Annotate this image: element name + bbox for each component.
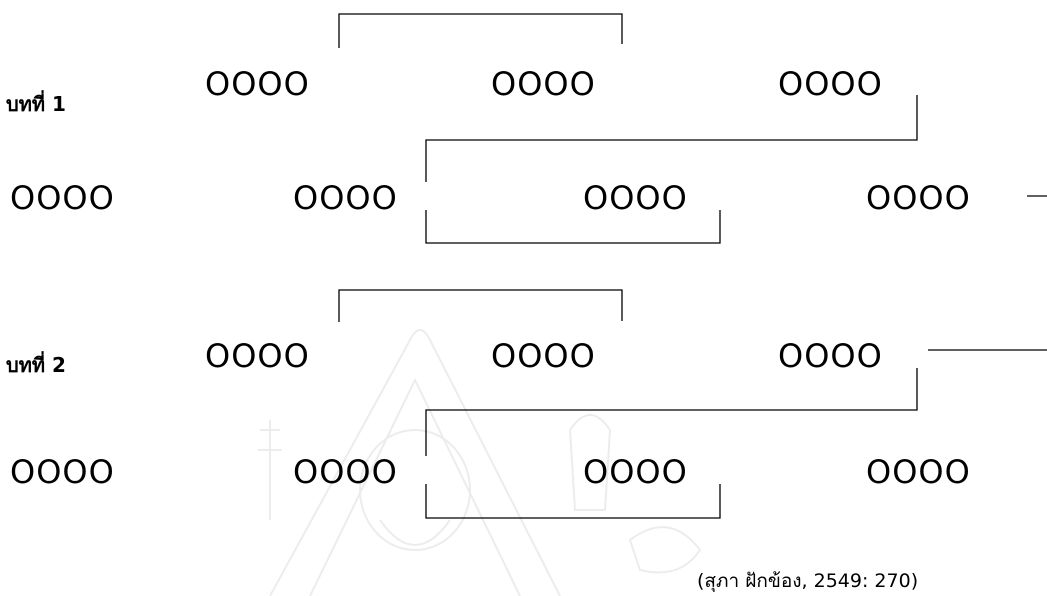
rhyme-bracket bbox=[426, 95, 917, 182]
rhyme-bracket bbox=[426, 210, 720, 243]
rhyme-bracket bbox=[339, 290, 622, 322]
rhyme-bracket bbox=[426, 484, 720, 518]
rhyme-bracket bbox=[426, 368, 917, 456]
citation: (สุภา ฝักข้อง, 2549: 270) bbox=[697, 566, 918, 596]
rhyme-bracket bbox=[339, 14, 622, 48]
